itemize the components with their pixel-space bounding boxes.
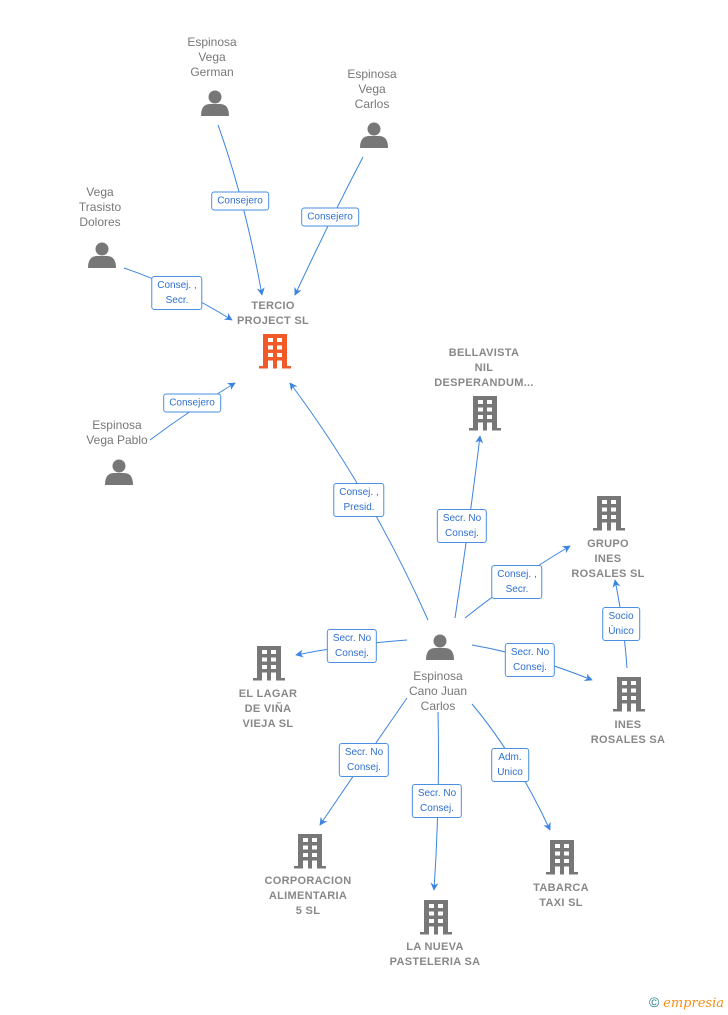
relation-label-line: Presid. bbox=[343, 502, 375, 513]
relation-label[interactable]: Consej. , Presid. bbox=[333, 483, 385, 517]
relation-label-line: Secr. No bbox=[417, 788, 457, 799]
node-label-line: LA NUEVA bbox=[406, 941, 464, 953]
node-label-line: Vega bbox=[86, 185, 114, 199]
node-label-line: Carlos bbox=[420, 699, 456, 713]
node-label-line: Espinosa bbox=[347, 67, 397, 81]
node-label-line: DESPERANDUM... bbox=[434, 377, 534, 389]
copyright-symbol: © bbox=[648, 994, 660, 1010]
node-label-line: NIL bbox=[474, 362, 494, 374]
relation-label[interactable]: Consejero bbox=[211, 191, 269, 211]
node-label-line: Dolores bbox=[79, 215, 121, 229]
relation-label[interactable]: Secr. No Consej. bbox=[326, 629, 378, 663]
relation-label-line: Consej. , bbox=[339, 487, 379, 498]
node-label-line: ALIMENTARIA bbox=[268, 890, 348, 902]
building-icon[interactable] bbox=[253, 646, 285, 681]
person-icon[interactable] bbox=[88, 242, 116, 269]
relation-label[interactable]: Adm. Unico bbox=[491, 748, 529, 782]
relation-label[interactable]: Secr. No Consej. bbox=[504, 643, 556, 677]
footer-brand: © empresia bbox=[649, 994, 724, 1011]
building-icon[interactable] bbox=[259, 334, 291, 369]
relation-label-line: Consej. , bbox=[157, 280, 197, 291]
node-label-line: Vega bbox=[198, 50, 226, 64]
building-icon[interactable] bbox=[420, 900, 452, 935]
relation-label-line: Secr. No bbox=[510, 647, 550, 658]
relation-label[interactable]: Consej. , Secr. bbox=[491, 565, 543, 599]
node-label-line: Espinosa bbox=[92, 418, 142, 432]
brand-logo: empresia bbox=[663, 996, 724, 1011]
node-label-line: EL LAGAR bbox=[238, 688, 298, 700]
node-label-tabarca[interactable]: TABARCA TAXI SL bbox=[533, 881, 589, 911]
node-label-line: ROSALES SL bbox=[571, 568, 645, 580]
node-label-line: GRUPO bbox=[587, 538, 629, 550]
relation-label-line: Secr. bbox=[505, 584, 529, 595]
node-label-lagar[interactable]: EL LAGAR DE VIÑA VIEJA SL bbox=[239, 687, 297, 732]
node-label-line: DE VIÑA bbox=[244, 703, 292, 715]
node-label-line: Cano Juan bbox=[408, 684, 468, 698]
node-label-nueva[interactable]: LA NUEVA PASTELERIA SA bbox=[390, 940, 481, 970]
node-label-line: 5 SL bbox=[295, 905, 321, 917]
relation-label-line: Consej. bbox=[513, 662, 547, 673]
node-label-line: PASTELERIA SA bbox=[389, 956, 481, 968]
node-label-inessa[interactable]: INES ROSALES SA bbox=[591, 718, 666, 748]
node-label-line: Trasisto bbox=[78, 200, 122, 214]
node-label-line: CORPORACION bbox=[264, 875, 352, 887]
node-label-line: TAXI SL bbox=[539, 897, 583, 909]
node-label-line: VIEJA SL bbox=[242, 718, 294, 730]
node-label-line: Espinosa bbox=[187, 35, 237, 49]
node-label-line: German bbox=[190, 65, 234, 79]
node-label-line: Vega bbox=[358, 82, 386, 96]
relation-label[interactable]: Secr. No Consej. bbox=[436, 509, 488, 543]
relation-label-line: Secr. No bbox=[344, 747, 384, 758]
relation-label-line: Único bbox=[608, 626, 634, 637]
node-label-tercio[interactable]: TERCIO PROJECT SL bbox=[237, 299, 309, 329]
person-icon[interactable] bbox=[426, 634, 454, 661]
building-icon[interactable] bbox=[294, 834, 326, 869]
relation-label[interactable]: Secr. No Consej. bbox=[411, 784, 463, 818]
relation-label-line: Unico bbox=[497, 767, 523, 778]
node-label-line: Vega Pablo bbox=[86, 433, 148, 447]
relation-label[interactable]: Consej. , Secr. bbox=[151, 276, 203, 310]
building-icon[interactable] bbox=[593, 496, 625, 531]
node-label-line: TERCIO bbox=[251, 300, 295, 312]
person-icon[interactable] bbox=[360, 122, 388, 149]
node-label-line: Espinosa bbox=[413, 669, 463, 683]
node-label-line: TABARCA bbox=[533, 882, 589, 894]
relation-label-line: Secr. bbox=[165, 295, 189, 306]
node-label-grupo[interactable]: GRUPO INES ROSALES SL bbox=[571, 537, 644, 582]
relation-label-line: Consej. bbox=[335, 648, 369, 659]
relation-label[interactable]: Consejero bbox=[301, 207, 359, 227]
relation-label-line: Consej. bbox=[420, 803, 454, 814]
relation-label-line: Consej. , bbox=[497, 569, 537, 580]
relation-label-line: Consejero bbox=[169, 397, 215, 409]
node-label-line: BELLAVISTA bbox=[448, 347, 520, 359]
relation-label[interactable]: Consejero bbox=[163, 393, 221, 413]
node-label-line: PROJECT SL bbox=[236, 315, 310, 327]
node-label-line: INES bbox=[614, 719, 642, 731]
relation-label-line: Consejero bbox=[217, 195, 263, 207]
node-label-line: ROSALES SA bbox=[590, 734, 666, 746]
building-icon[interactable] bbox=[469, 396, 501, 431]
person-icon[interactable] bbox=[105, 459, 133, 486]
relation-label-line: Consej. bbox=[445, 528, 479, 539]
relation-label-line: Socio bbox=[608, 611, 634, 622]
relation-label-line: Secr. No bbox=[442, 513, 482, 524]
relation-label-line: Secr. No bbox=[332, 633, 372, 644]
node-label-bellavista[interactable]: BELLAVISTA NIL DESPERANDUM... bbox=[434, 346, 534, 391]
node-label-line: INES bbox=[594, 553, 622, 565]
node-label-corporacion[interactable]: CORPORACION ALIMENTARIA 5 SL bbox=[264, 874, 351, 919]
relation-label-line: Consejero bbox=[307, 211, 353, 223]
building-icon[interactable] bbox=[613, 677, 645, 712]
relation-label-line: Consej. bbox=[347, 762, 381, 773]
relation-label-line: Adm. bbox=[498, 752, 522, 763]
person-icon[interactable] bbox=[201, 90, 229, 117]
relation-label[interactable]: Secr. No Consej. bbox=[338, 743, 390, 777]
building-icon[interactable] bbox=[546, 840, 578, 875]
node-label-line: Carlos bbox=[354, 97, 390, 111]
